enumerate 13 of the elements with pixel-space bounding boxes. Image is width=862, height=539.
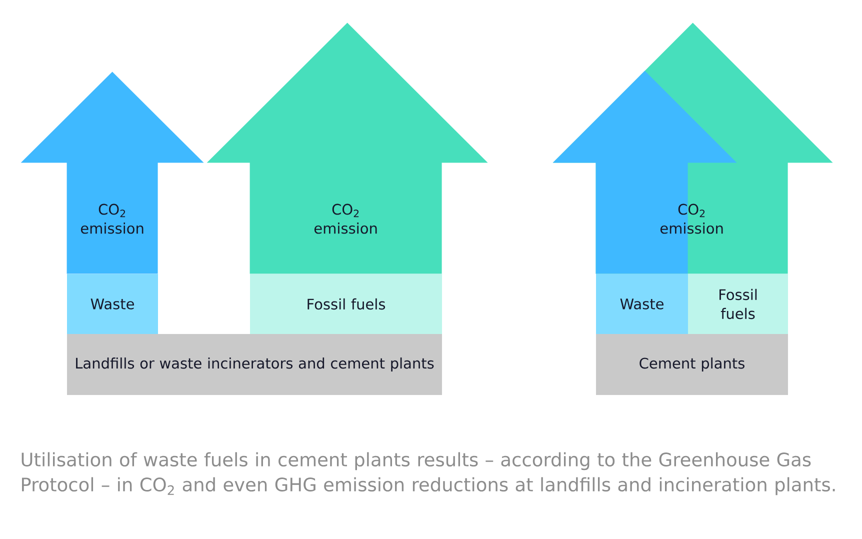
caption: Utilisation of waste fuels in cement plants results – according to the Greenhouse Gas Protocol – in CO$_{2}$ and even GHG emission reductions at landfills and incineration plants.: [22, 452, 835, 496]
block-arrow: [206, 22, 488, 274]
fuel-box: Fossil fuels: [688, 274, 788, 334]
fuel-box: Waste: [67, 274, 158, 334]
fuel-box: Waste: [596, 274, 688, 334]
edge-label: CO$_{2}$ emission: [314, 204, 377, 234]
block-arrow: [552, 70, 737, 274]
block-arrow: [20, 72, 204, 274]
edge-label: CO$_{2}$ emission: [660, 204, 723, 234]
plant-box: Cement plants: [596, 334, 788, 395]
edge-label: CO$_{2}$ emission: [80, 204, 144, 234]
plant-box: Landfills or waste incinerators and cement plants: [67, 334, 442, 395]
fuel-box: Fossil fuels: [250, 274, 442, 334]
